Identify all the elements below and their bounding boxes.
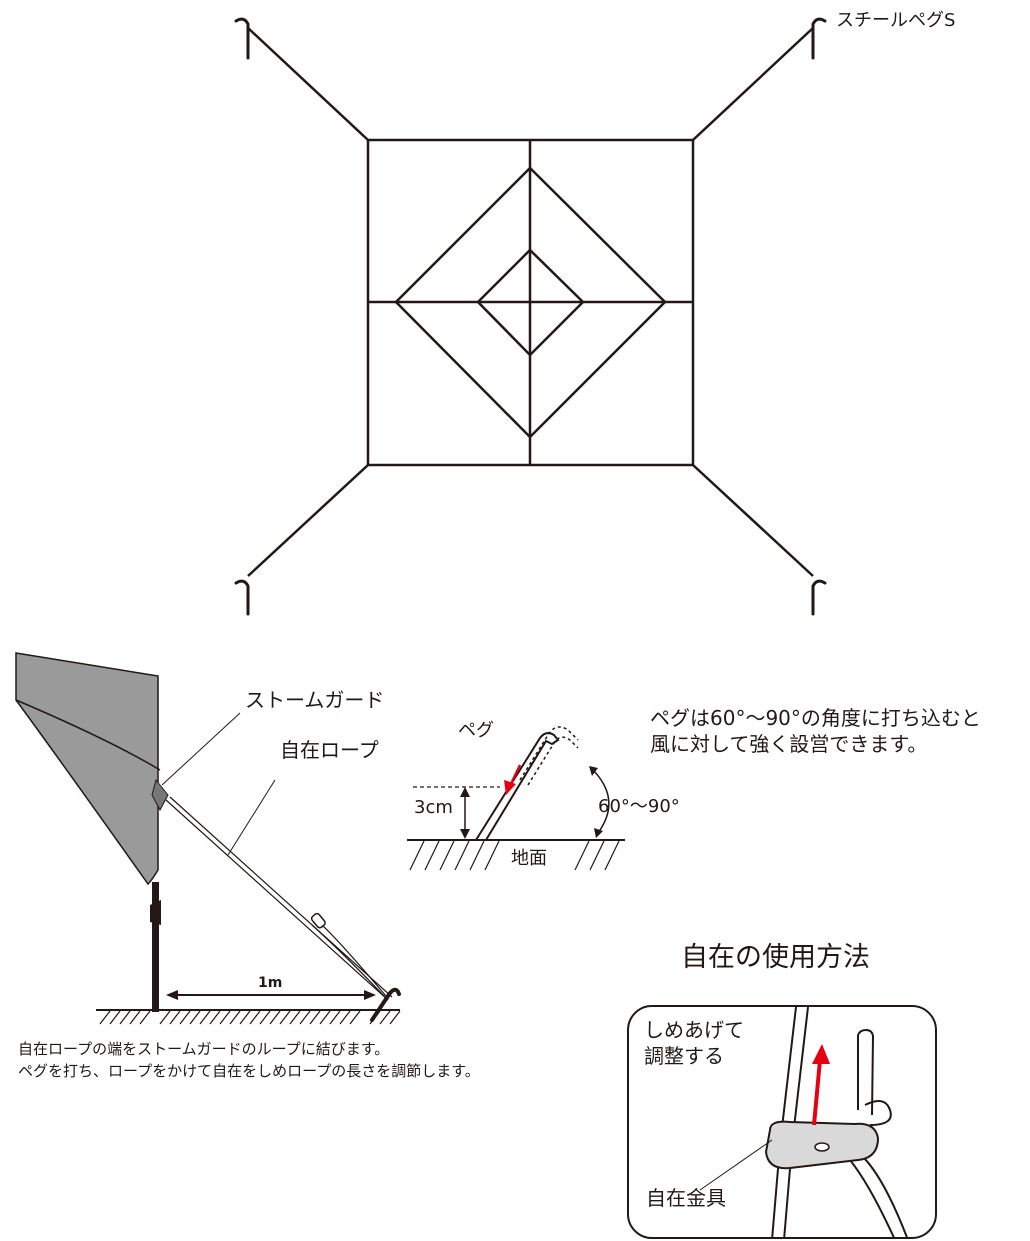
note-line-2: 風に対して強く設営できます。 <box>650 732 928 756</box>
guy-line-bottom-right <box>692 464 814 577</box>
storm-guard-label: ストームガード <box>245 688 385 712</box>
peg-icon-bottom-left <box>234 579 250 616</box>
rope-adjuster <box>310 912 326 929</box>
depth-label: 3cm <box>414 797 453 818</box>
guy-line-top-right <box>692 27 814 141</box>
pole-clip <box>150 900 161 925</box>
ground-label: 地面 <box>511 848 547 869</box>
tent-seam <box>15 699 161 771</box>
tent-pole <box>152 882 159 1012</box>
steel-peg-label: スチールペグS <box>836 10 956 31</box>
distance-label: 1m <box>258 975 283 991</box>
peg-icon-bottom-right <box>811 579 827 616</box>
inner-diamond <box>476 248 585 357</box>
storm-guard-leader <box>161 712 241 786</box>
angle-label: 60°〜90° <box>598 796 680 817</box>
peg-angle-diagram <box>407 726 625 871</box>
tent-fabric <box>15 652 159 886</box>
guy-rope-label: 自在ロープ <box>280 738 379 762</box>
adjuster-section-title: 自在の使用方法 <box>681 942 870 973</box>
caption-line-1: 自在ロープの端をストームガードのループに結びます。 <box>18 1040 390 1058</box>
peg-icon-top-left <box>234 17 250 60</box>
caption-line-2: ペグを打ち、ロープをかけて自在をしめロープの長さを調節します。 <box>18 1062 480 1080</box>
peg-in-ground <box>474 732 560 841</box>
guy-rope-leader <box>227 779 276 856</box>
fitting-label: 自在金具 <box>646 1186 726 1210</box>
ground-hatch-left <box>99 1010 401 1025</box>
peg-icon <box>370 987 401 1022</box>
note-line-1: ペグは60°〜90°の角度に打ち込むと <box>650 706 981 730</box>
push-arrow <box>508 764 522 787</box>
peg-icon-top-right <box>811 17 827 60</box>
adjuster-illustration <box>627 1005 937 1239</box>
tighten-arrow <box>812 1059 822 1126</box>
fitting-leader <box>699 1139 773 1191</box>
angle-arc <box>592 769 610 834</box>
guy-line-top-left <box>247 27 369 141</box>
outer-diamond <box>394 166 667 439</box>
tent-side-view <box>15 652 401 1025</box>
lower-rope <box>849 1157 909 1237</box>
tighten-label-line-1: しめあげて <box>644 1018 744 1042</box>
tighten-label-line-2: 調整する <box>644 1044 724 1068</box>
storm-guard-flap <box>151 778 169 812</box>
guy-line-bottom-left <box>247 464 369 577</box>
peg-label: ペグ <box>458 720 494 741</box>
guy-rope <box>165 799 389 1001</box>
